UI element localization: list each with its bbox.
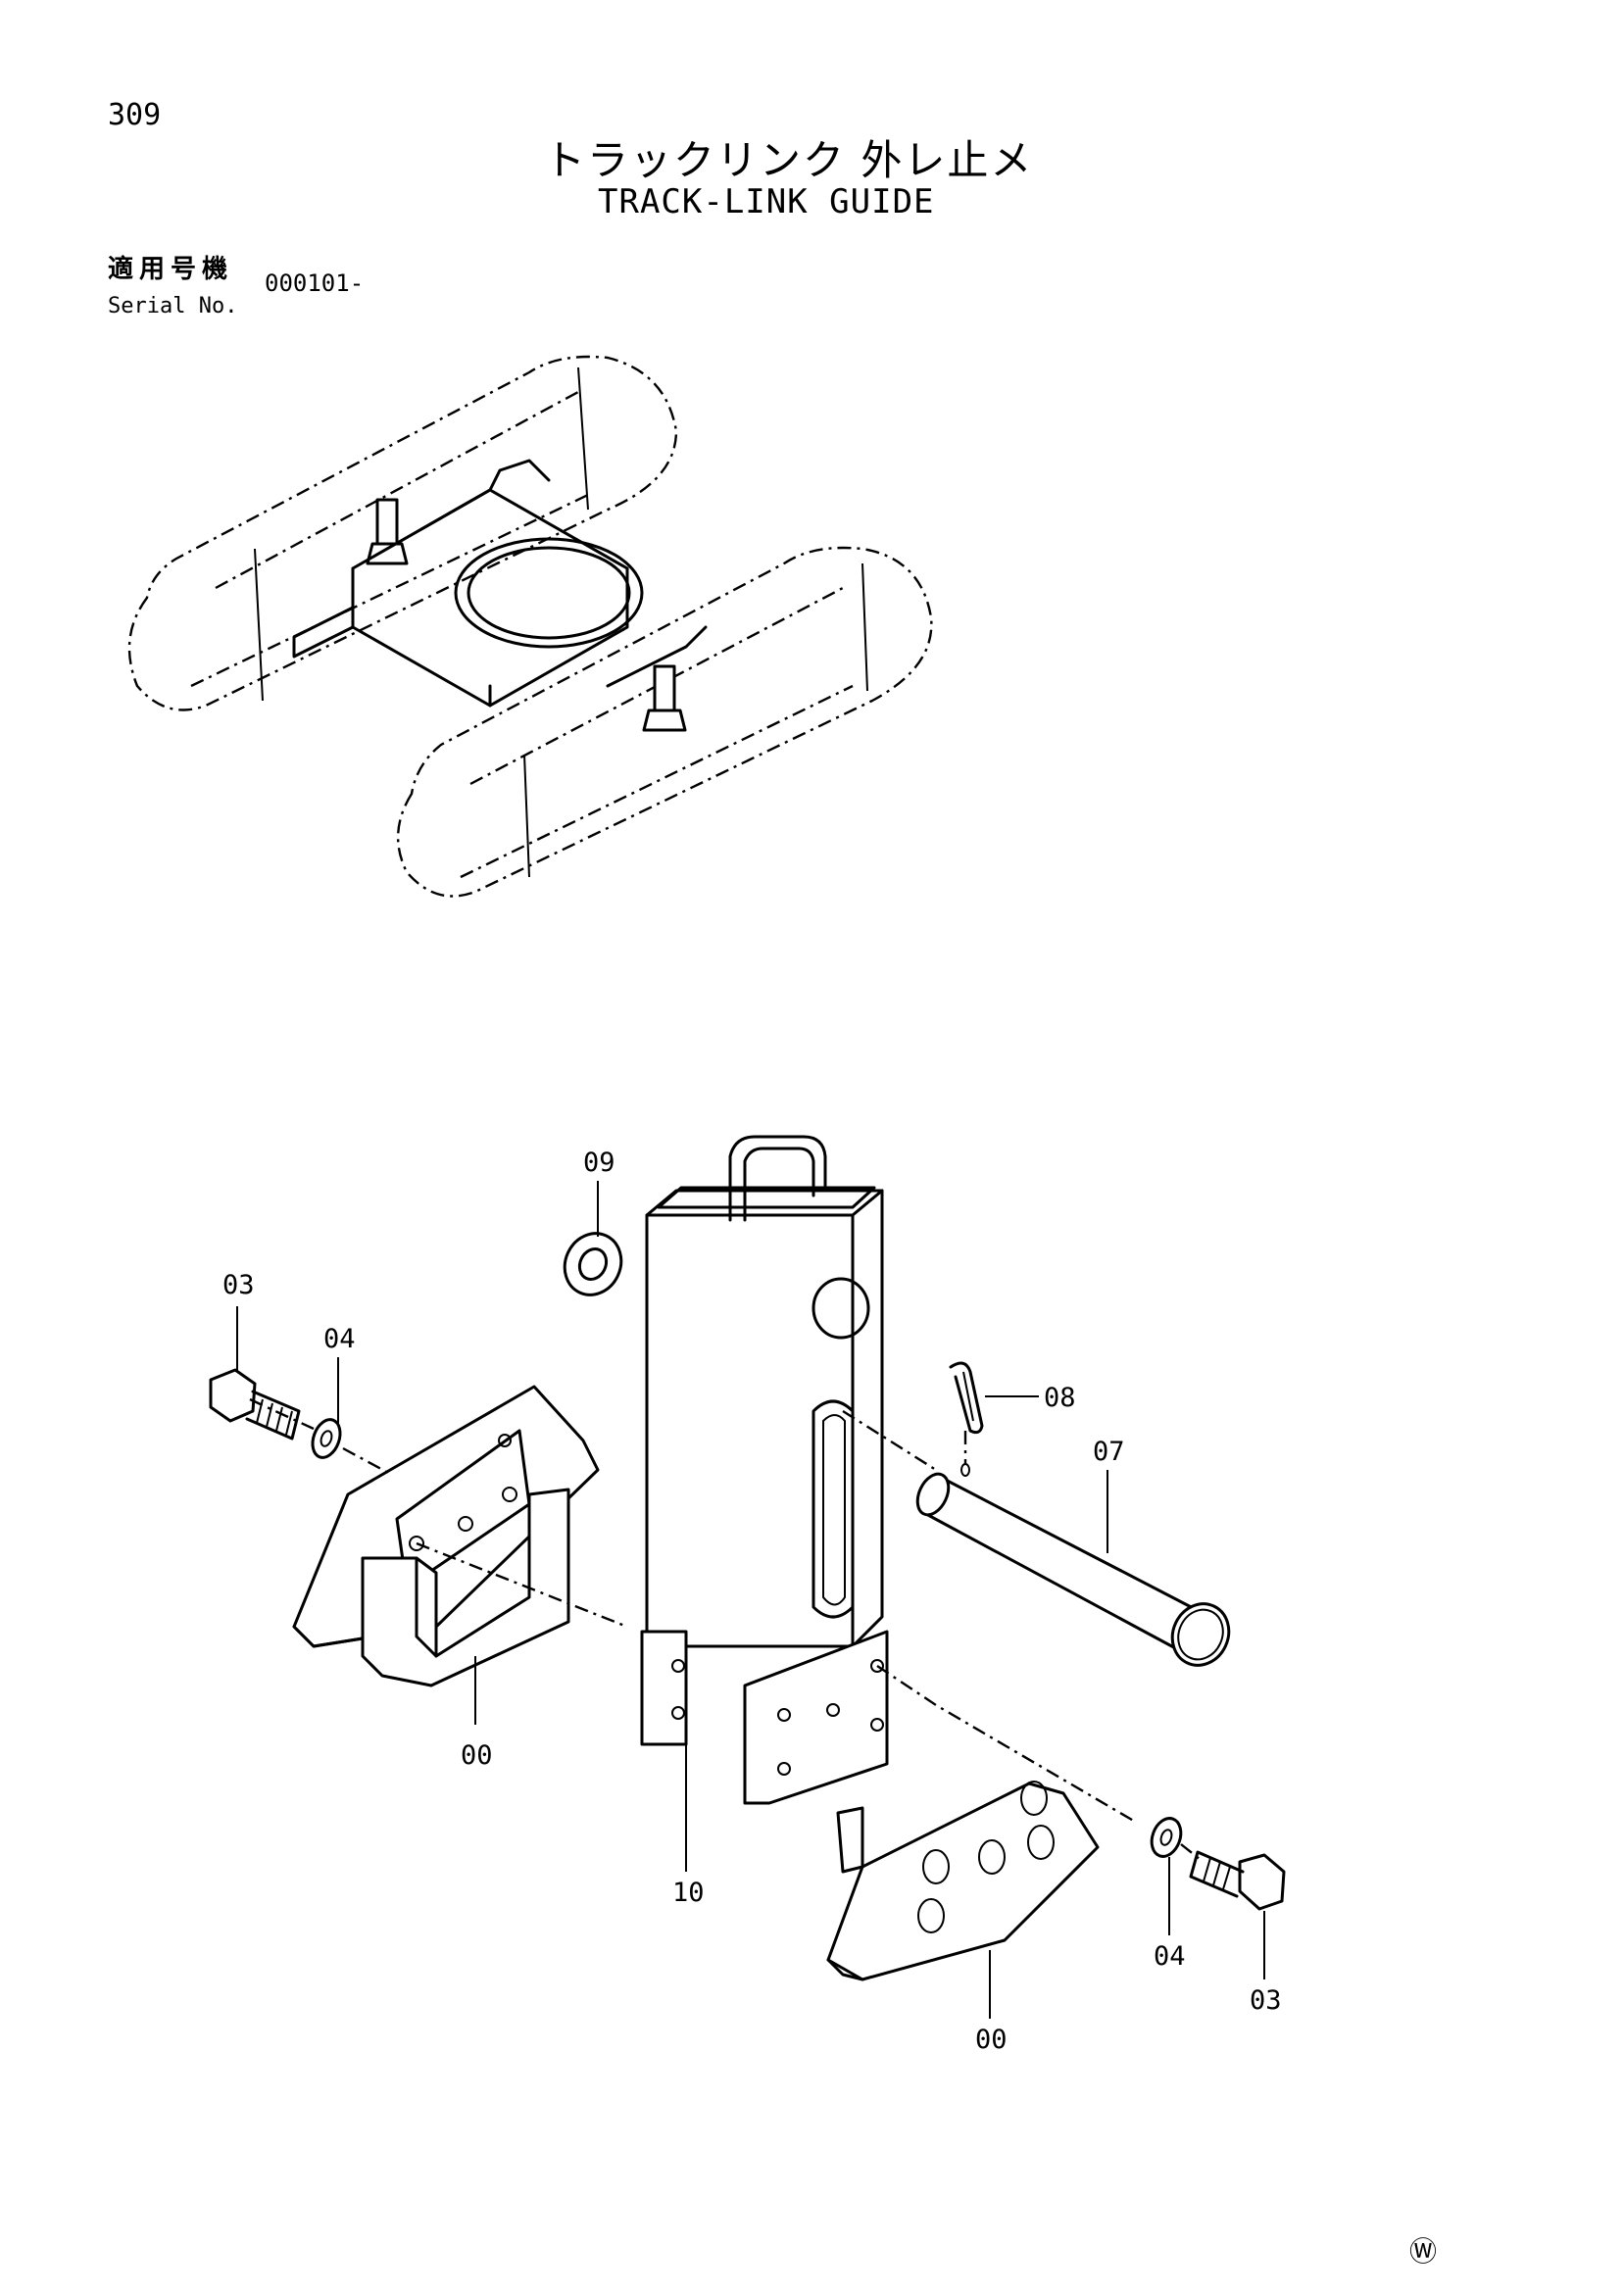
part-03-left-bolt: [209, 1368, 301, 1441]
callout-04-right: 04: [1154, 1941, 1186, 1972]
guide-marker-right: [642, 664, 687, 732]
part-07-pin: [915, 1463, 1231, 1667]
callout-10: 10: [672, 1878, 705, 1908]
title-english: TRACK-LINK GUIDE: [598, 182, 935, 221]
callout-09: 09: [583, 1148, 615, 1178]
title-japanese: トラックリンク 外レ止メ: [544, 136, 1034, 184]
callout-03-left: 03: [222, 1270, 255, 1300]
callout-04-left: 04: [323, 1324, 356, 1354]
callout-labels: 09 03 04 08 07 00 10 04 03 00: [222, 1148, 1282, 2055]
part-00-right-guide: [826, 1781, 1100, 1981]
part-00-left-guide: [292, 1385, 600, 1687]
page-number: 309: [108, 98, 162, 132]
callout-00-left: 00: [461, 1740, 493, 1771]
part-03-right-bolt: [1189, 1850, 1286, 1911]
undercarriage-overview: [127, 355, 933, 898]
publisher-mark: Ⓦ: [1409, 2235, 1438, 2268]
part-04-right-washer: [1150, 1817, 1183, 1858]
callout-leaders: [236, 1181, 1265, 2019]
part-10-block: [640, 1135, 889, 1805]
callout-07: 07: [1093, 1437, 1125, 1467]
callout-00-right: 00: [975, 2025, 1008, 2055]
callout-08: 08: [1044, 1383, 1076, 1413]
part-08-split-pin: [949, 1361, 984, 1435]
part-09-washer: [563, 1232, 623, 1296]
assembly-center-lines: [249, 1397, 1202, 1861]
callout-03-right: 03: [1250, 1985, 1282, 2016]
serial-label-japanese: 適用号機: [108, 255, 234, 284]
part-04-left-washer: [311, 1418, 342, 1459]
serial-label-english: Serial No.: [108, 294, 238, 318]
serial-number-value: 000101-: [265, 269, 365, 297]
guide-marker-left: [366, 498, 409, 565]
